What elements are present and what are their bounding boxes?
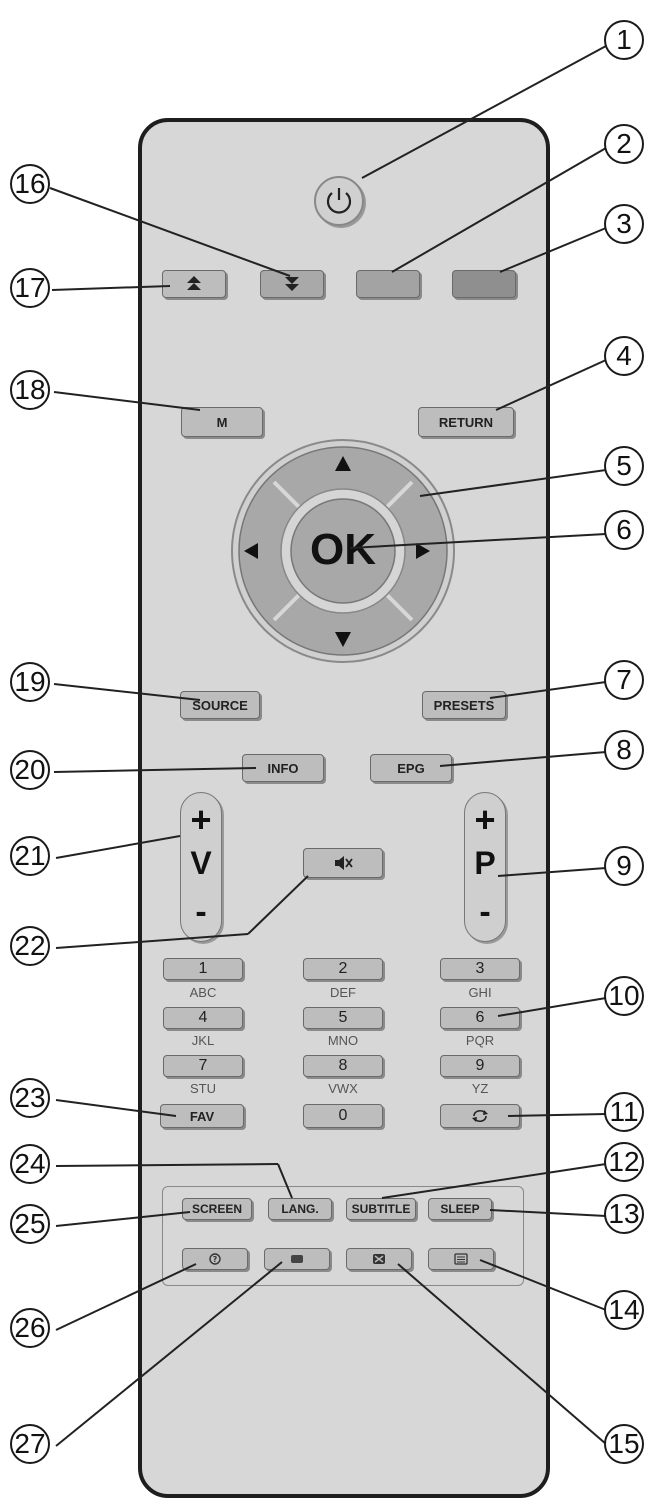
ok-button[interactable]: OK (310, 525, 376, 574)
callout-7: 7 (604, 660, 644, 700)
callout-19: 19 (10, 662, 50, 702)
program-up[interactable]: + (474, 799, 496, 840)
key-2[interactable]: 2 (303, 958, 383, 980)
callout-6: 6 (604, 510, 644, 550)
key-7-letters: STU (190, 1081, 216, 1096)
svg-text:?: ? (213, 1255, 218, 1264)
callout-23: 23 (10, 1078, 50, 1118)
teletext-hold-button[interactable] (264, 1248, 330, 1270)
key-5-letters: MNO (327, 1033, 359, 1048)
callout-13: 13 (604, 1194, 644, 1234)
key-5[interactable]: 5 (303, 1007, 383, 1029)
callout-26: 26 (10, 1308, 50, 1348)
left-arrow-icon (244, 543, 258, 559)
callout-1: 1 (604, 20, 644, 60)
callout-8: 8 (604, 730, 644, 770)
hold-icon (291, 1255, 303, 1263)
reveal-icon: ? (209, 1253, 221, 1265)
power-button[interactable] (314, 176, 364, 226)
volume-label: V (190, 845, 212, 881)
callout-21: 21 (10, 836, 50, 876)
double-up-arrow-icon (187, 276, 201, 290)
lang-button[interactable]: LANG. (268, 1198, 332, 1220)
teletext-button[interactable] (428, 1248, 494, 1270)
key-8[interactable]: 8 (303, 1055, 383, 1077)
callout-20: 20 (10, 750, 50, 790)
return-button[interactable]: RETURN (418, 407, 514, 437)
key-2-letters: DEF (330, 985, 356, 1000)
callout-9: 9 (604, 846, 644, 886)
swap-icon (472, 1109, 488, 1123)
callout-2: 2 (604, 124, 644, 164)
callout-3: 3 (604, 204, 644, 244)
key-9-letters: YZ (471, 1081, 489, 1096)
callout-12: 12 (604, 1142, 644, 1182)
power-icon (326, 188, 352, 214)
callout-11: 11 (604, 1092, 644, 1132)
key-4[interactable]: 4 (163, 1007, 243, 1029)
up-arrow-icon (335, 456, 351, 471)
navigation-pad[interactable] (230, 438, 456, 664)
program-down[interactable]: - (479, 893, 491, 931)
key-8-letters: VWX (328, 1081, 358, 1096)
volume-down[interactable]: - (195, 893, 207, 931)
callout-22: 22 (10, 926, 50, 966)
teletext-icon (454, 1253, 468, 1265)
mute-icon (335, 856, 353, 870)
green-key[interactable] (452, 270, 516, 298)
menu-button[interactable]: M (181, 407, 263, 437)
swap-button[interactable] (440, 1104, 520, 1128)
callout-17: 17 (10, 268, 50, 308)
key-1[interactable]: 1 (163, 958, 243, 980)
page-up-button[interactable] (162, 270, 226, 298)
source-button[interactable]: SOURCE (180, 691, 260, 719)
red-key[interactable] (356, 270, 420, 298)
key-7[interactable]: 7 (163, 1055, 243, 1077)
key-6[interactable]: 6 (440, 1007, 520, 1029)
callout-15: 15 (604, 1424, 644, 1464)
key-9[interactable]: 9 (440, 1055, 520, 1077)
sleep-button[interactable]: SLEEP (428, 1198, 492, 1220)
program-rocker[interactable]: + P - (464, 792, 506, 942)
info-button[interactable]: INFO (242, 754, 324, 782)
key-3-letters: GHI (468, 985, 492, 1000)
key-4-letters: JKL (191, 1033, 215, 1048)
callout-4: 4 (604, 336, 644, 376)
key-3[interactable]: 3 (440, 958, 520, 980)
function-group (162, 1186, 524, 1286)
key-0[interactable]: 0 (303, 1104, 383, 1128)
down-arrow-icon (335, 632, 351, 647)
key-6-letters: PQR (465, 1033, 495, 1048)
volume-rocker[interactable]: + V - (180, 792, 222, 942)
mix-icon (373, 1254, 385, 1264)
double-down-arrow-icon (285, 277, 299, 291)
callout-24: 24 (10, 1144, 50, 1184)
callout-10: 10 (604, 976, 644, 1016)
key-1-letters: ABC (189, 985, 217, 1000)
subtitle-button[interactable]: SUBTITLE (346, 1198, 416, 1220)
teletext-reveal-button[interactable]: ? (182, 1248, 248, 1270)
mute-button[interactable] (303, 848, 383, 878)
callout-25: 25 (10, 1204, 50, 1244)
teletext-mix-button[interactable] (346, 1248, 412, 1270)
volume-up[interactable]: + (190, 799, 212, 840)
callout-27: 27 (10, 1424, 50, 1464)
program-label: P (474, 845, 496, 881)
screen-button[interactable]: SCREEN (182, 1198, 252, 1220)
presets-button[interactable]: PRESETS (422, 691, 506, 719)
callout-5: 5 (604, 446, 644, 486)
callout-16: 16 (10, 164, 50, 204)
epg-button[interactable]: EPG (370, 754, 452, 782)
callout-18: 18 (10, 370, 50, 410)
callout-14: 14 (604, 1290, 644, 1330)
page-down-button[interactable] (260, 270, 324, 298)
fav-button[interactable]: FAV (160, 1104, 244, 1128)
